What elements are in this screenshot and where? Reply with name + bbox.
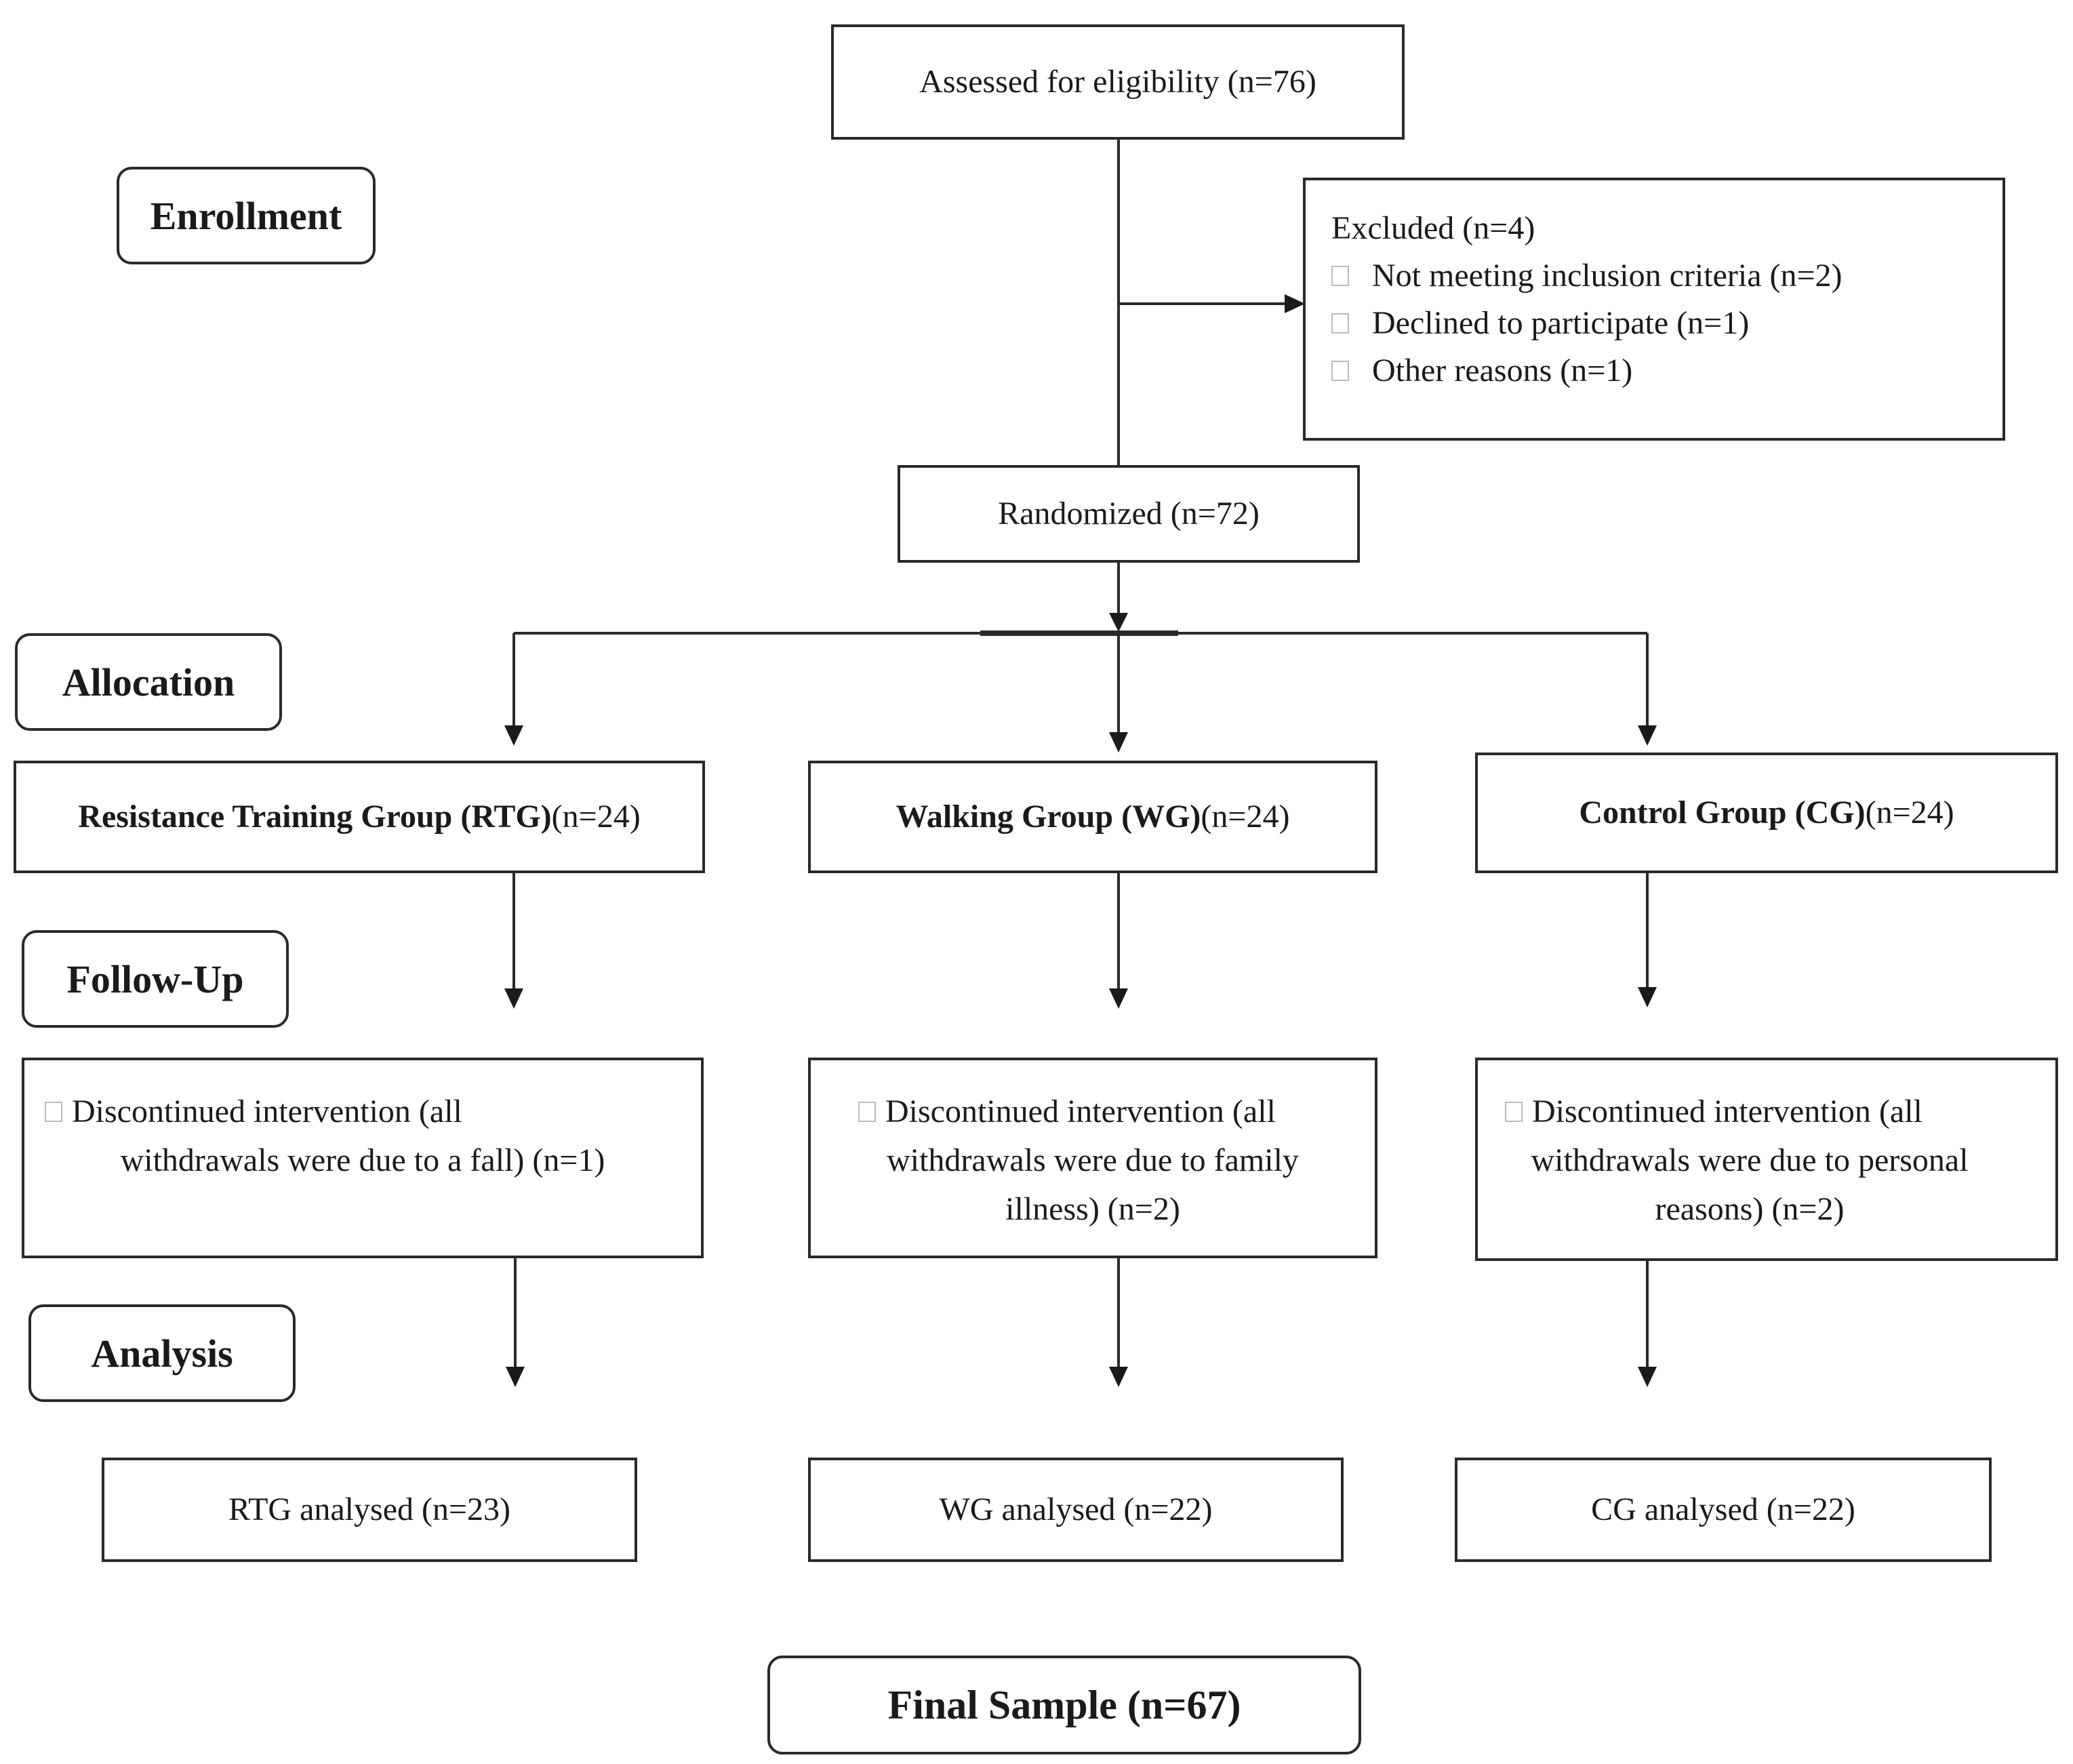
bullet-box-icon <box>1331 313 1349 334</box>
stage-analysis: Analysis <box>28 1304 296 1402</box>
arrow-rtg-followup <box>504 988 523 1009</box>
group-box-rtg: Resistance Training Group (RTG) (n=24) <box>14 761 705 873</box>
assessed-text: Assessed for eligibility (n=76) <box>919 63 1316 100</box>
arrow-rtg-analysed <box>506 1367 525 1387</box>
followup-line: Discontinued intervention (all <box>858 1087 1327 1136</box>
analysed-text: RTG analysed (n=23) <box>228 1491 511 1527</box>
excluded-item: Declined to participate (n=1) <box>1331 300 1977 347</box>
arrow-wg-analysed <box>1109 1367 1128 1387</box>
arrow-wg-followup <box>1109 988 1128 1009</box>
excluded-item: Not meeting inclusion criteria (n=2) <box>1331 252 1977 300</box>
group-name: Resistance Training Group (RTG) <box>78 798 552 835</box>
followup-box-wg: Discontinued intervention (all withdrawa… <box>808 1058 1377 1258</box>
group-count: (n=24) <box>551 798 641 835</box>
followup-detail: withdrawals were due to personal reasons… <box>1531 1142 1969 1227</box>
bullet-box-icon <box>858 1102 876 1122</box>
stage-follow-up: Follow-Up <box>22 930 289 1028</box>
group-count: (n=24) <box>1865 794 1954 830</box>
bullet-box-icon <box>1331 266 1349 286</box>
group-name: Walking Group (WG) <box>895 798 1201 835</box>
assessed-box: Assessed for eligibility (n=76) <box>831 24 1405 140</box>
analysed-text: CG analysed (n=22) <box>1591 1491 1855 1527</box>
stage-allocation: Allocation <box>15 633 282 731</box>
group-box-wg: Walking Group (WG) (n=24) <box>808 761 1377 873</box>
arrow-cg-analysed <box>1638 1367 1657 1387</box>
analysed-box-cg: CG analysed (n=22) <box>1455 1458 1992 1562</box>
final-sample-text: Final Sample (n=67) <box>887 1682 1241 1727</box>
arrow-to-rtg <box>504 725 523 746</box>
bullet-box-icon <box>1331 361 1349 381</box>
arrow-cg-followup <box>1638 987 1657 1007</box>
followup-box-rtg: Discontinued intervention (all withdrawa… <box>22 1058 704 1258</box>
followup-line: Discontinued intervention (all <box>1505 1087 1994 1136</box>
bullet-box-icon <box>45 1102 62 1122</box>
arrow-to-cg <box>1638 725 1657 746</box>
randomized-text: Randomized (n=72) <box>998 495 1260 532</box>
arrow-to-split <box>1109 613 1128 632</box>
group-box-cg: Control Group (CG) (n=24) <box>1475 753 2058 873</box>
excluded-box: Excluded (n=4) Not meeting inclusion cri… <box>1303 178 2005 441</box>
group-count: (n=24) <box>1201 798 1290 835</box>
excluded-item: Other reasons (n=1) <box>1331 347 1977 395</box>
excluded-title: Excluded (n=4) <box>1331 210 1535 246</box>
arrow-to-excluded <box>1285 294 1305 313</box>
followup-line: Discontinued intervention (all <box>45 1087 681 1136</box>
stage-enrollment: Enrollment <box>117 167 376 264</box>
followup-detail: withdrawals were due to a fall) (n=1) <box>120 1142 605 1178</box>
followup-box-cg: Discontinued intervention (all withdrawa… <box>1475 1058 2058 1261</box>
analysed-box-wg: WG analysed (n=22) <box>808 1458 1344 1562</box>
randomized-box: Randomized (n=72) <box>898 465 1360 563</box>
followup-detail: withdrawals were due to family illness) … <box>887 1142 1299 1227</box>
arrow-to-wg <box>1109 732 1128 753</box>
final-sample-box: Final Sample (n=67) <box>767 1656 1361 1755</box>
analysed-box-rtg: RTG analysed (n=23) <box>102 1458 637 1562</box>
bullet-box-icon <box>1505 1102 1523 1122</box>
group-name: Control Group (CG) <box>1579 794 1866 830</box>
analysed-text: WG analysed (n=22) <box>939 1491 1213 1527</box>
